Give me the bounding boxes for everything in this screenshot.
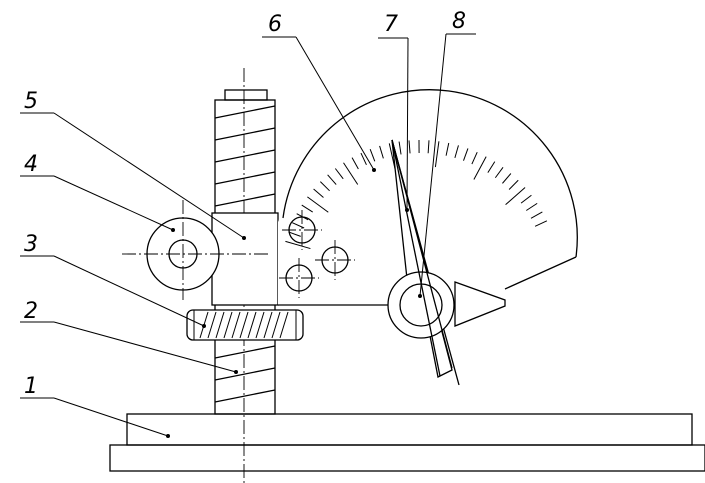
scale-tick: [520, 194, 532, 204]
scale-tick: [526, 202, 538, 211]
scale-tick: [534, 220, 548, 227]
scale-tick: [463, 148, 469, 161]
scale-tick: [471, 152, 478, 165]
scale-tick: [296, 213, 309, 221]
callout-4: 4: [24, 152, 38, 177]
scale-tick: [445, 142, 450, 156]
mounting-holes: [279, 210, 355, 298]
scale-tick: [473, 156, 487, 180]
callout-8: 8: [452, 9, 466, 34]
scale-tick: [505, 187, 526, 206]
scale-tick: [379, 145, 384, 159]
base-plate: [109, 413, 705, 472]
callout-3: 3: [24, 232, 38, 257]
scale-tick: [398, 141, 402, 155]
scale-tick: [334, 168, 344, 180]
scale-tick: [494, 166, 504, 179]
scale-tick: [351, 157, 359, 170]
scale-tick: [288, 231, 301, 237]
scale-tick: [292, 222, 305, 229]
locking-knob: [122, 200, 270, 300]
scale-ticks: [285, 140, 548, 250]
callout-6: 6: [268, 12, 282, 37]
scale-tick: [502, 173, 512, 184]
scale-tick: [313, 188, 324, 198]
scale-tick: [427, 140, 430, 154]
callout-7: 7: [384, 12, 398, 37]
callout-1: 1: [24, 374, 38, 399]
adjusting-nut: [186, 309, 304, 341]
leader-lines: [20, 33, 476, 437]
scale-tick: [343, 162, 359, 185]
scale-tick: [360, 152, 367, 166]
scale-tick: [508, 179, 519, 190]
scale-tick: [307, 196, 329, 213]
scale-tick: [301, 204, 313, 213]
scale-tick: [369, 148, 376, 162]
leader-dots: [166, 168, 422, 438]
pointer-assembly: [387, 139, 506, 386]
slider-block: [211, 212, 279, 306]
protractor-scale: [282, 89, 578, 290]
scale-tick: [285, 240, 311, 250]
scale-tick: [327, 174, 337, 185]
scale-tick: [434, 141, 440, 168]
callout-2: 2: [24, 299, 38, 324]
scale-tick: [454, 145, 459, 159]
scale-tick: [530, 211, 543, 219]
scale-tick: [319, 181, 330, 192]
callout-5: 5: [24, 89, 38, 114]
scale-tick: [487, 161, 496, 173]
scale-tick: [408, 140, 411, 154]
